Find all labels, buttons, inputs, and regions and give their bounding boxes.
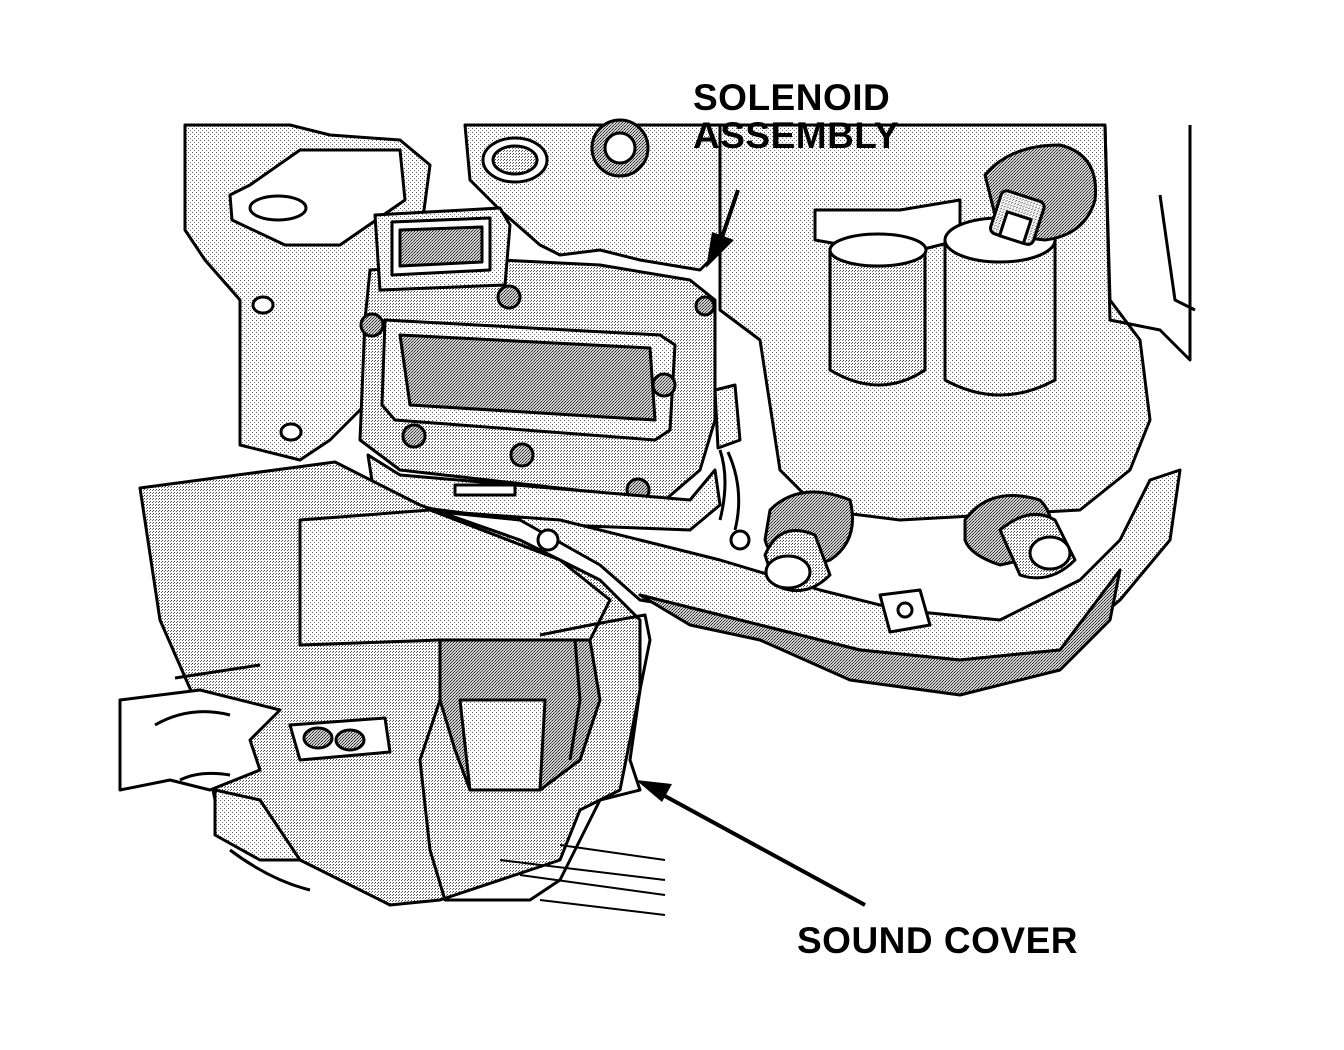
hand-illustration	[118, 688, 311, 892]
solenoid-assembly	[358, 206, 742, 532]
sound-cover-label: SOUND COVER	[797, 920, 1078, 961]
chassis-rails	[499, 844, 666, 916]
solenoid-label-line-2: ASSEMBLY	[693, 115, 900, 156]
oil-pan	[418, 468, 1182, 697]
sound-cover	[138, 460, 652, 907]
transmission-housing	[183, 118, 1196, 522]
solenoid-assembly-label: SOLENOID ASSEMBLY	[693, 79, 899, 155]
sound-cover-leader-arrow	[636, 780, 866, 907]
solenoid-label-line-1: SOLENOID	[693, 77, 891, 118]
solenoid-leader-arrow	[706, 189, 740, 268]
